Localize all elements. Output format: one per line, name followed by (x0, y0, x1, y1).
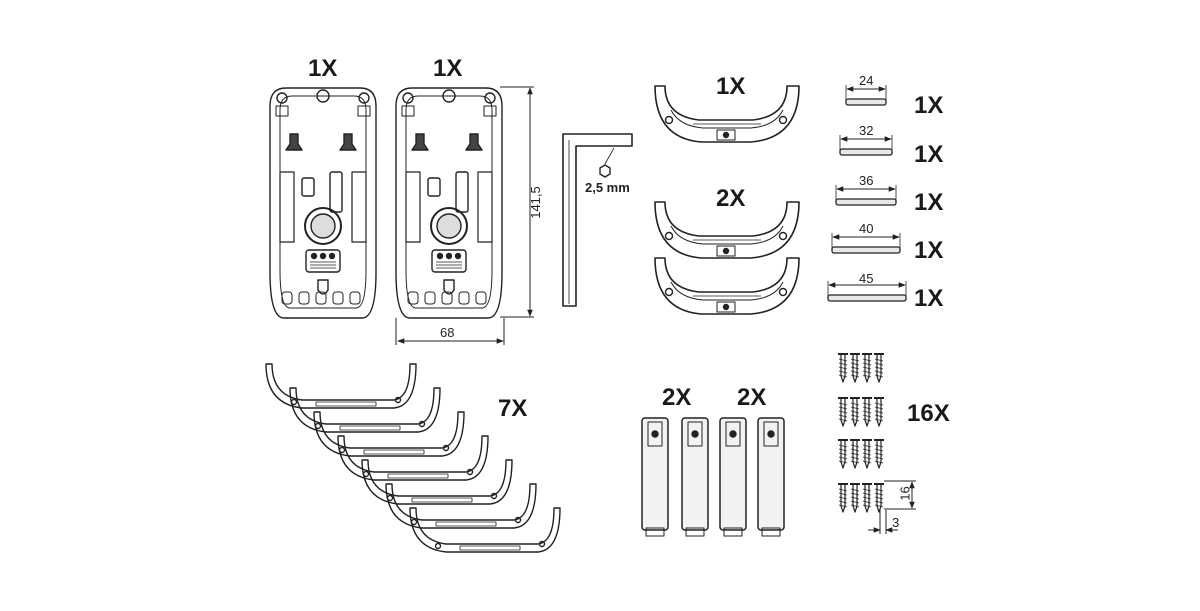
screw-icon-8 (874, 397, 884, 427)
pin-1 (845, 85, 887, 106)
dim-pin-45: 45 (859, 271, 874, 286)
qty-screws: 16X (907, 400, 950, 427)
screw-dimension-lines (868, 480, 916, 534)
qty-pin-36: 1X (914, 189, 944, 216)
dim-pin-32: 32 (859, 123, 874, 138)
pin-4 (831, 233, 901, 254)
curved-bracket-double-a (654, 201, 800, 259)
qty-bracket-single: 1X (716, 73, 746, 100)
curved-rod-4 (337, 435, 489, 481)
qty-posts-left: 2X (662, 384, 692, 411)
qty-pin-24: 1X (914, 92, 944, 119)
qty-pin-32: 1X (914, 141, 944, 168)
screw-icon-13 (838, 483, 848, 513)
screw-icon-16 (874, 483, 884, 513)
screw-icon-1 (838, 353, 848, 383)
qty-rods: 7X (498, 395, 528, 422)
screw-icon-5 (838, 397, 848, 427)
qty-pin-40: 1X (914, 237, 944, 264)
hex-key-icon (562, 133, 633, 307)
screw-icon-12 (874, 439, 884, 469)
plate-dimension-lines (395, 86, 534, 345)
mounting-plate-left (269, 87, 377, 319)
dim-screw-diameter: 3 (892, 515, 900, 530)
dim-hex-key: 2,5 mm (585, 180, 630, 195)
qty-plate-right: 1X (433, 55, 463, 82)
screw-icon-10 (850, 439, 860, 469)
screw-icon-6 (850, 397, 860, 427)
curved-rod-2 (289, 387, 441, 433)
screw-icon-4 (874, 353, 884, 383)
mounting-plate-right (395, 87, 503, 319)
screw-icon-9 (838, 439, 848, 469)
dim-screw-length: 16 (897, 486, 913, 501)
pin-5 (827, 281, 907, 302)
dim-pin-24: 24 (859, 73, 874, 88)
curved-rod-6 (385, 483, 537, 529)
curved-bracket-double-b (654, 257, 800, 315)
post-3 (719, 417, 747, 537)
qty-plate-left: 1X (308, 55, 338, 82)
curved-rod-5 (361, 459, 513, 505)
dim-plate-width: 68 (440, 325, 455, 340)
screw-icon-14 (850, 483, 860, 513)
qty-pin-45: 1X (914, 285, 944, 312)
screw-icon-15 (862, 483, 872, 513)
dim-plate-height: 141,5 (527, 186, 543, 219)
curved-rod-1 (265, 363, 417, 409)
screw-icon-7 (862, 397, 872, 427)
pin-3 (835, 185, 897, 206)
screw-icon-11 (862, 439, 872, 469)
screw-icon-2 (850, 353, 860, 383)
post-2 (681, 417, 709, 537)
curved-bracket-single (654, 85, 800, 143)
curved-rod-3 (313, 411, 465, 457)
curved-rod-7 (409, 507, 561, 553)
qty-posts-right: 2X (737, 384, 767, 411)
pin-2 (839, 135, 893, 156)
qty-bracket-double: 2X (716, 185, 746, 212)
dim-pin-36: 36 (859, 173, 874, 188)
dim-pin-40: 40 (859, 221, 874, 236)
post-4 (757, 417, 785, 537)
screw-icon-3 (862, 353, 872, 383)
post-1 (641, 417, 669, 537)
